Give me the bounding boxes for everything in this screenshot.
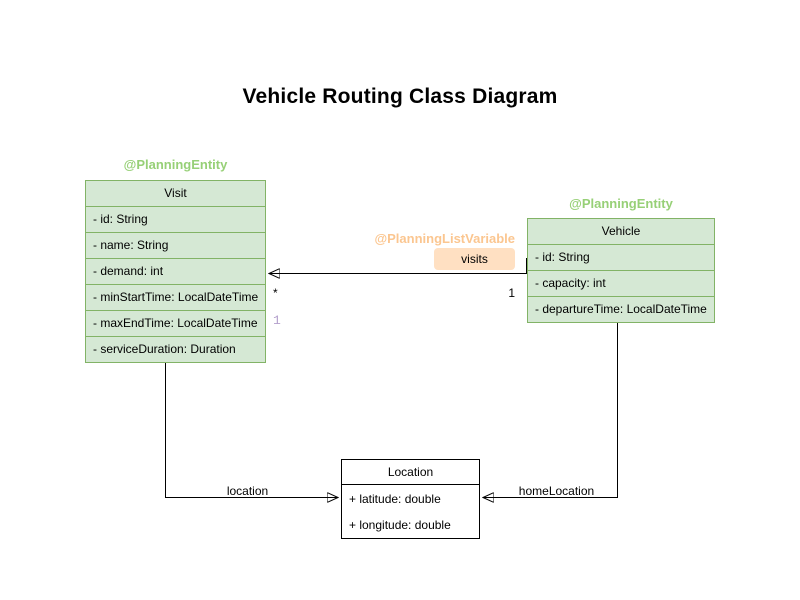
class-vehicle-name: Vehicle	[601, 224, 641, 238]
class-vehicle[interactable]: Vehicle - id: String - capacity: int - d…	[527, 218, 715, 323]
class-location[interactable]: Location + latitude: double + longitude:…	[341, 459, 480, 539]
class-visit-name: Visit	[164, 186, 187, 200]
class-visit-attr-id: - id: String	[86, 206, 265, 232]
class-vehicle-attr-departure-time: - departureTime: LocalDateTime	[528, 296, 714, 322]
multiplicity-visits-target: *	[273, 286, 278, 300]
class-visit-attr-service-duration: - serviceDuration: Duration	[86, 336, 265, 362]
multiplicity-visits-source: 1	[508, 286, 515, 300]
class-location-name: Location	[342, 460, 479, 485]
class-vehicle-attr-capacity: - capacity: int	[528, 270, 714, 296]
edge-label-home-location: homeLocation	[518, 484, 595, 498]
multiplicity-visits-secondary: 1	[273, 313, 281, 328]
vehicle-planning-entity-annotation: @PlanningEntity	[569, 196, 673, 211]
class-visit-attr-name: - name: String	[86, 232, 265, 258]
class-visit-attr-demand: - demand: int	[86, 258, 265, 284]
edge-home-location[interactable]	[483, 322, 618, 498]
class-vehicle-attr-id: - id: String	[528, 244, 714, 270]
class-visit[interactable]: Visit - id: String - name: String - dema…	[85, 180, 266, 363]
class-location-attr-latitude: + latitude: double	[349, 492, 441, 506]
edge-label-location: location	[226, 484, 269, 498]
class-visit-attr-min-start-time: - minStartTime: LocalDateTime	[86, 284, 265, 310]
class-location-attr-longitude: + longitude: double	[349, 518, 451, 532]
edge-label-visits[interactable]: visits	[434, 248, 515, 270]
diagram-title: Vehicle Routing Class Diagram	[242, 85, 558, 108]
edge-visits[interactable]	[269, 258, 527, 274]
planning-list-variable-annotation: @PlanningListVariable	[374, 231, 515, 246]
visit-planning-entity-annotation: @PlanningEntity	[123, 157, 228, 172]
class-visit-attr-max-end-time: - maxEndTime: LocalDateTime	[86, 310, 265, 336]
edge-location[interactable]	[165, 362, 339, 498]
